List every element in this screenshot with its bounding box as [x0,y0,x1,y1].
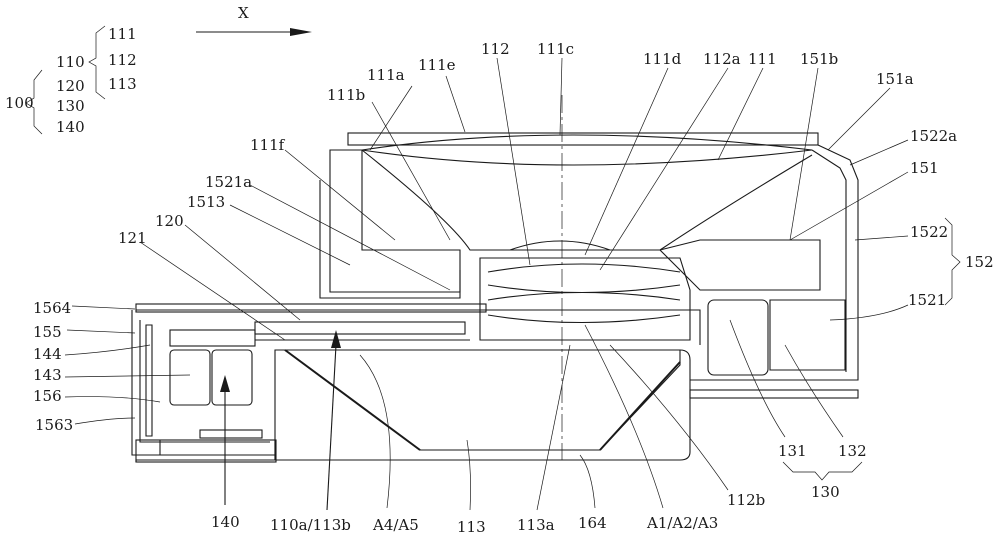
label-1522a: 1522a [910,127,957,145]
label-1513: 1513 [187,193,225,211]
lens-housing [320,133,858,380]
label-112a: 112a [703,50,741,68]
legend-130: 130 [56,97,85,115]
label-113: 113 [457,518,486,536]
label-a1-a2-a3: A1/A2/A3 [646,514,718,532]
legend-111: 111 [108,25,137,43]
label-155: 155 [33,323,62,341]
label-120: 120 [155,212,184,230]
label-111f: 111f [250,136,286,154]
label-a4-a5: A4/A5 [372,516,419,534]
motor-140 [132,310,276,462]
label-111c: 111c [537,40,574,58]
legend-100: 100 [5,94,34,112]
lens-111 [362,135,812,250]
label-131: 131 [778,442,807,460]
label-151b: 151b [800,50,838,68]
label-110a-113b: 110a/113b [270,516,351,534]
label-1563: 1563 [35,416,73,434]
label-143: 143 [33,366,62,384]
label-132: 132 [838,442,867,460]
legend-112: 112 [108,51,137,69]
label-164: 164 [578,514,607,532]
label-111e: 111e [418,56,456,74]
label-111b: 111b [327,86,365,104]
label-111a: 111a [367,66,405,84]
label-144: 144 [33,345,62,363]
legend-113: 113 [108,75,137,93]
label-140: 140 [211,513,240,531]
label-151a: 151a [876,70,914,88]
direction-label: X [238,4,249,22]
direction-arrow: X [196,4,312,36]
legend-tree: 100 110 120 130 140 111 112 113 [5,25,137,136]
label-152: 152 [965,253,994,271]
label-156: 156 [33,387,62,405]
label-121: 121 [118,229,147,247]
legend-120: 120 [56,77,85,95]
legend-140: 140 [56,118,85,136]
label-1564: 1564 [33,299,71,317]
label-130: 130 [811,483,840,501]
label-1521: 1521 [908,291,946,309]
legend-110: 110 [56,53,85,71]
label-1522: 1522 [910,223,948,241]
label-112b: 112b [727,491,765,509]
label-111d: 111d [643,50,682,68]
label-113a: 113a [517,516,555,534]
label-112: 112 [481,40,510,58]
label-1521a: 1521a [205,173,252,191]
label-151: 151 [910,159,939,177]
label-111: 111 [748,50,777,68]
prism-module [136,304,858,460]
